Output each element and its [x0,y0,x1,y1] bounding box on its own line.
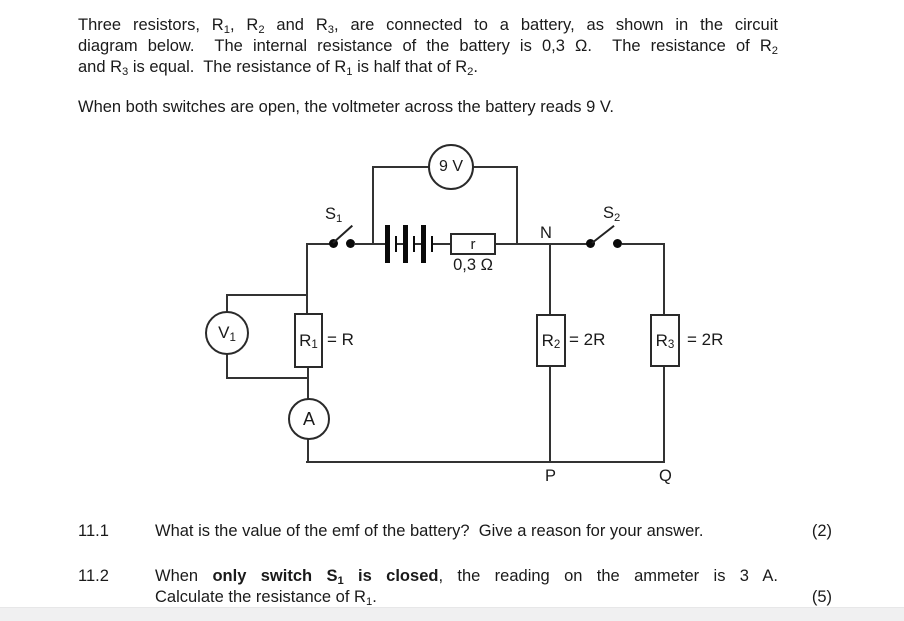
intro-line-2: diagram below. The internal resistance o… [78,37,778,57]
internal-resistance-symbol: r [470,235,476,253]
switch2-dot-left [586,239,595,248]
battery-voltmeter-reading: 9 V [438,158,463,175]
wire [226,354,228,379]
switch1-dot-right [346,239,355,248]
wire [397,243,403,245]
node-p-label: P [545,467,557,486]
wire [306,243,330,245]
wire [307,439,309,463]
wire [306,461,665,463]
intro-line-3: and R3 is equal. The resistance of R1 is… [78,58,478,78]
resistor-r3-value: = 2R [687,330,724,349]
wire [622,243,665,245]
resistor-r3-label: R3 [655,330,675,352]
intro-paragraph-2: When both switches are open, the voltmet… [78,98,614,116]
resistor-r3-box: R3 [650,314,680,367]
wire [516,166,518,245]
wire [372,166,374,245]
battery-plate-long [421,225,426,263]
resistor-r1-label: R1 [299,330,318,352]
wire [549,243,551,315]
battery-plate-long [403,225,408,263]
internal-resistance-value: 0,3 Ω [453,256,493,274]
resistor-r2-label: R2 [541,330,561,352]
bottom-bar [0,607,904,621]
question-11-2-text-line-2: Calculate the resistance of R1. [155,588,377,608]
ammeter: A [288,398,330,440]
resistor-r2-box: R2 [536,314,566,367]
question-11-2-marks: (5) [811,588,832,606]
battery-plate-short [413,236,415,252]
question-11-1-number: 11.1 [78,522,109,540]
wire [663,243,665,315]
question-11-2-number: 11.2 [78,567,109,585]
wire [354,243,385,245]
battery-voltmeter: 9 V [428,144,474,190]
switch1-label: S1 [325,205,343,226]
wire [415,243,421,245]
switch2-dot-right [613,239,622,248]
intro-line-1: Three resistors, R1, R2 and R3, are conn… [78,16,778,36]
wire [306,243,308,314]
resistor-r2-value: = 2R [569,330,606,349]
battery-plate-long [385,225,390,263]
ammeter-label: A [302,408,315,429]
resistor-r1-box: R1 [294,313,323,368]
wire [226,294,308,296]
wire [663,366,665,463]
question-11-1-marks: (2) [811,522,832,540]
wire [549,366,551,463]
internal-resistance-box: r [450,233,496,255]
battery-plate-short [431,236,433,252]
wire [433,243,450,245]
voltmeter-v1: V1 [205,311,249,355]
wire [496,243,587,245]
node-n-label: N [540,224,552,243]
battery-plate-short [395,236,397,252]
wire [226,377,308,379]
switch2-label: S2 [603,204,621,225]
question-11-2-text-line-1: When only switch S1 is closed, the readi… [155,567,779,587]
question-11-1-text: What is the value of the emf of the batt… [155,522,704,540]
resistor-r1-value: = R [327,330,354,349]
switch2-lever [591,224,615,244]
voltmeter-v1-label: V1 [218,323,236,344]
wire [307,367,309,399]
node-q-label: Q [659,467,672,486]
wire [226,294,228,313]
